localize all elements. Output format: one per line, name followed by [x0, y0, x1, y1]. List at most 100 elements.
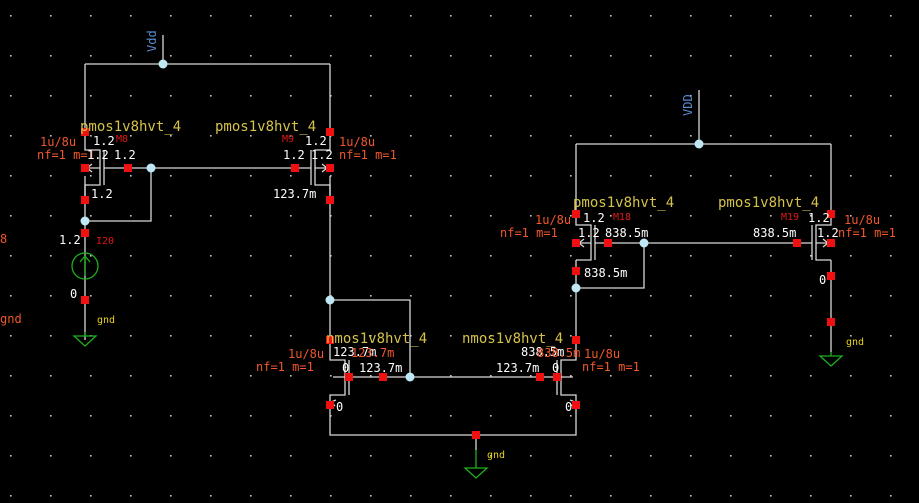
- grid-dot: [690, 415, 692, 417]
- grid-dot: [570, 255, 572, 257]
- pin-marker[interactable]: [793, 239, 801, 247]
- grid-dot: [170, 375, 172, 377]
- grid-dot: [290, 135, 292, 137]
- grid-dot: [570, 215, 572, 217]
- grid-dot: [650, 175, 652, 177]
- grid-dot: [570, 295, 572, 297]
- grid-dot: [490, 295, 492, 297]
- grid-dot: [170, 55, 172, 57]
- grid-dot: [490, 55, 492, 57]
- grid-dot: [890, 375, 892, 377]
- grid-dot: [370, 375, 372, 377]
- grid-dot: [890, 295, 892, 297]
- grid-dot: [290, 375, 292, 377]
- pin-marker[interactable]: [572, 336, 580, 344]
- grid-dot: [890, 135, 892, 137]
- pin-marker[interactable]: [81, 196, 89, 204]
- pin-marker[interactable]: [572, 210, 580, 218]
- pin-marker[interactable]: [604, 239, 612, 247]
- pin-marker[interactable]: [326, 164, 334, 172]
- m8-drain-voltage: 1.2: [91, 187, 113, 201]
- nmos-left-cell-name: nmos1v8hvt_4: [326, 331, 427, 347]
- pin-marker[interactable]: [326, 196, 334, 204]
- grid-dot: [210, 335, 212, 337]
- pin-marker[interactable]: [572, 239, 580, 247]
- grid-dot: [250, 255, 252, 257]
- grid-dot: [250, 135, 252, 137]
- pin-marker[interactable]: [536, 373, 544, 381]
- pin-marker[interactable]: [124, 164, 132, 172]
- grid-dot: [90, 95, 92, 97]
- m19-source-voltage: 1.2: [808, 211, 830, 225]
- grid-dot: [730, 135, 732, 137]
- grid-dot: [450, 495, 452, 497]
- pin-marker[interactable]: [827, 272, 835, 280]
- grid-dot: [170, 415, 172, 417]
- grid-dot: [170, 295, 172, 297]
- grid-dot: [10, 55, 12, 57]
- pin-marker[interactable]: [827, 318, 835, 326]
- grid-dot: [610, 415, 612, 417]
- pin-marker[interactable]: [572, 267, 580, 275]
- grid-dot: [130, 215, 132, 217]
- grid-dot: [450, 175, 452, 177]
- pin-marker[interactable]: [326, 401, 334, 409]
- pin-marker[interactable]: [827, 239, 835, 247]
- grid-dot: [50, 95, 52, 97]
- grid-dot: [290, 55, 292, 57]
- m8-cell-name: pmos1v8hvt_4: [80, 119, 181, 135]
- grid-dot: [210, 455, 212, 457]
- node-vdd-left: [158, 59, 168, 69]
- pin-marker[interactable]: [572, 401, 580, 409]
- i20-current-source[interactable]: [71, 252, 99, 280]
- grid-dot: [130, 255, 132, 257]
- grid-dot: [130, 15, 132, 17]
- grid-dot: [490, 495, 492, 497]
- pin-marker[interactable]: [326, 128, 334, 136]
- m19-gate-voltage: 838.5m: [753, 226, 796, 240]
- grid-dot: [50, 215, 52, 217]
- grid-dot: [730, 95, 732, 97]
- node-m9-drain: [325, 295, 335, 305]
- nmos-right-cell-name: nmos1v8hvt_4: [462, 331, 563, 347]
- grid-dot: [650, 15, 652, 17]
- grid-dot: [530, 55, 532, 57]
- pin-marker[interactable]: [81, 229, 89, 237]
- pin-marker[interactable]: [81, 296, 89, 304]
- grid-dot: [770, 495, 772, 497]
- grid-dot: [850, 175, 852, 177]
- grid-dot: [570, 175, 572, 177]
- grid-dot: [810, 335, 812, 337]
- nmos-right-source-voltage: 0: [565, 400, 572, 414]
- grid-dot: [490, 215, 492, 217]
- m9-size: 1u/8u: [339, 135, 375, 149]
- grid-dot: [290, 455, 292, 457]
- grid-dot: [290, 255, 292, 257]
- pin-marker[interactable]: [472, 431, 480, 439]
- grid-dot: [170, 255, 172, 257]
- grid-dot: [490, 135, 492, 137]
- m9-source-voltage: 1.2: [305, 134, 327, 148]
- grid-dot: [90, 375, 92, 377]
- pin-marker[interactable]: [553, 373, 561, 381]
- pin-marker[interactable]: [827, 210, 835, 218]
- grid-dot: [330, 415, 332, 417]
- grid-dot: [850, 455, 852, 457]
- grid-dot: [850, 15, 852, 17]
- pin-marker[interactable]: [379, 373, 387, 381]
- grid-dot: [650, 255, 652, 257]
- pin-marker[interactable]: [81, 128, 89, 136]
- node-m8-gate: [146, 163, 156, 173]
- pin-marker[interactable]: [291, 164, 299, 172]
- pin-marker[interactable]: [326, 336, 334, 344]
- i20-bottom-voltage: 0: [70, 287, 77, 301]
- grid-dot: [370, 255, 372, 257]
- pin-marker[interactable]: [81, 164, 89, 172]
- grid-dot: [130, 335, 132, 337]
- grid-dot: [90, 175, 92, 177]
- nmos-right-drain-voltage: 838.5m: [521, 345, 564, 359]
- pin-marker[interactable]: [345, 373, 353, 381]
- grid-dot: [10, 175, 12, 177]
- wires: [84, 35, 832, 450]
